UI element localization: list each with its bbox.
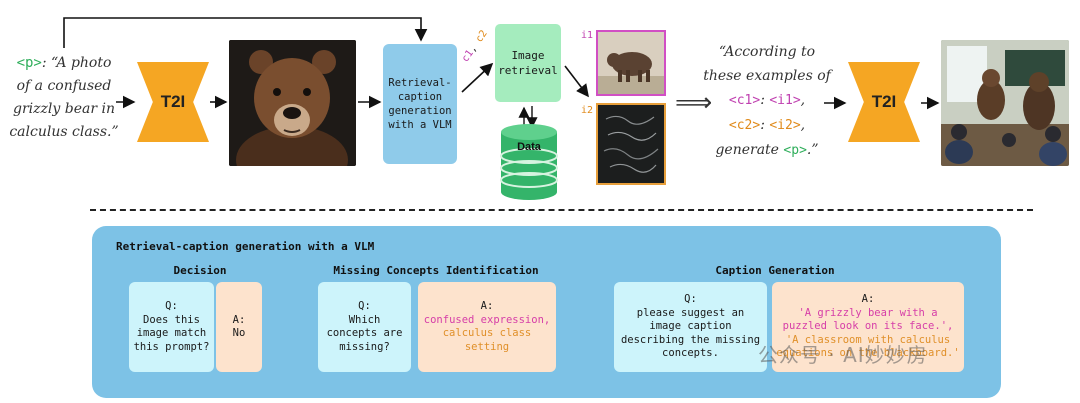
- database-label: Data: [517, 141, 541, 153]
- generated-bear-image: [229, 40, 356, 166]
- retrieved-image-i1: [596, 30, 666, 96]
- prompt-to-vlm-arrow: [63, 17, 428, 48]
- panel-title: Retrieval-caption generation with a VLM: [116, 240, 375, 253]
- decision-answer: A:No: [216, 282, 262, 372]
- vlm-to-retrieval-arrow: [461, 62, 494, 93]
- implies-arrow-icon: ⟹: [675, 88, 713, 118]
- decision-title: Decision: [173, 264, 227, 277]
- caption-a-line2: 'A classroom with calculus equations on …: [776, 333, 960, 360]
- missing-q-label: Q:: [358, 300, 371, 312]
- augmented-c2: <c2>: [728, 118, 761, 133]
- caption-a-line1: 'A grizzly bear with a puzzled look on i…: [782, 306, 954, 333]
- section-divider: [90, 209, 1033, 211]
- augmented-prompt-line1: “According to: [718, 44, 816, 60]
- augmented-end: .”: [806, 142, 819, 158]
- caption-answer: A:'A grizzly bear with a puzzled look on…: [772, 282, 964, 372]
- watermark: 公众号 · AI妙妙房: [758, 343, 928, 367]
- augmented-prompt: “According to these examples of <c1>: <i…: [702, 40, 832, 163]
- image-retrieval-box: Image retrieval: [495, 24, 561, 102]
- image-i2-label: i2: [581, 105, 594, 116]
- caption-a-label: A:: [861, 293, 875, 306]
- decision-a-text: No: [232, 327, 246, 339]
- augmented-prompt-line2: these examples of: [703, 68, 831, 84]
- augmented-i2: <i2>: [769, 118, 801, 133]
- missing-concepts-title: Missing Concepts Identification: [333, 264, 539, 277]
- caption-q-label: Q:: [684, 293, 697, 306]
- missing-a-concept1: confused expression,: [423, 313, 551, 326]
- augmented-generate: generate: [715, 142, 779, 158]
- retrieved-image-i2: [596, 103, 666, 185]
- augmented-p-tag: <p>: [783, 143, 807, 158]
- missing-q-text: Which concepts are missing?: [326, 313, 403, 353]
- image-i1-label: i1: [581, 30, 594, 41]
- caption-q-text: please suggest an image caption describi…: [620, 306, 761, 360]
- augmented-i1: <i1>: [769, 93, 801, 108]
- caption-generation-title: Caption Generation: [715, 264, 835, 277]
- missing-question: Q:Which concepts are missing?: [318, 282, 411, 372]
- t2i-label-final: T2I: [871, 92, 897, 111]
- vlm-box-label: Retrieval-caption generation with a VLM: [388, 77, 452, 131]
- decision-question: Q:Does this image match this prompt?: [129, 282, 214, 372]
- t2i-label: T2I: [160, 92, 186, 111]
- retrieval-box-label: Image retrieval: [498, 49, 558, 77]
- augmented-c1: <c1>: [728, 93, 761, 108]
- missing-answer: A:confused expression,calculus class set…: [418, 282, 556, 372]
- vlm-retrieval-caption-box: Retrieval-caption generation with a VLM: [383, 44, 457, 164]
- decision-q-label: Q:: [165, 300, 178, 312]
- missing-a-concept2: calculus class setting: [442, 327, 532, 353]
- retrieval-to-images-arrow: [564, 65, 589, 98]
- prompt-body: : “A photo of a confused grizzly bear in…: [9, 55, 119, 140]
- decision-a-label: A:: [232, 313, 246, 326]
- final-classroom-image: [941, 40, 1069, 166]
- t2i-model-block: T2I: [137, 62, 209, 142]
- t2i-model-block-final: T2I: [848, 62, 920, 142]
- prompt-tag: <p>: [16, 55, 42, 71]
- database-icon: [500, 124, 558, 200]
- input-prompt: <p>: “A photo of a confused grizzly bear…: [8, 52, 120, 144]
- decision-q-text: Does this image match this prompt?: [133, 313, 210, 353]
- caption-question: Q:please suggest an image caption descri…: [614, 282, 767, 372]
- missing-a-label: A:: [480, 300, 494, 312]
